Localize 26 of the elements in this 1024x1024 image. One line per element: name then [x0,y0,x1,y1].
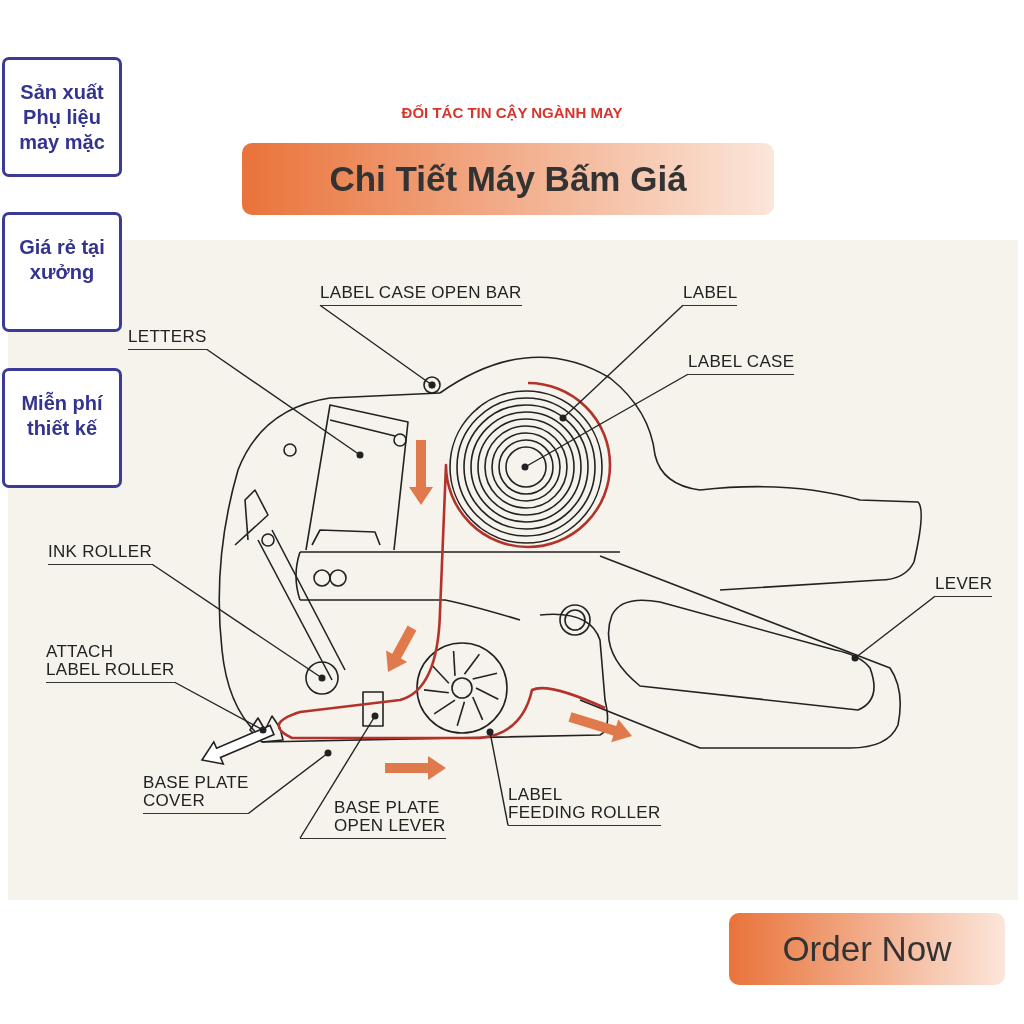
feature-card: Sản xuất Phụ liệu may mặc [2,57,122,177]
leader-line [205,348,364,459]
leader-line [521,373,689,471]
callout-label: LABEL CASE OPEN BAR [320,284,522,306]
callout-label: LABEL [683,284,738,306]
leader-line [559,304,684,422]
order-button: Order Now [729,913,1005,985]
feature-card: Miễn phí thiết kế [2,368,122,488]
title-banner: Chi Tiết Máy Bấm Giá [242,143,774,215]
leader-line [299,712,379,839]
callout-label: LABEL CASE [688,353,795,375]
leader-line [151,563,326,682]
callout-label: BASE PLATE COVER [143,774,249,814]
callout-label: LETTERS [128,328,207,350]
tagline: ĐỐI TÁC TIN CẬY NGÀNH MAY [400,104,624,121]
leader-line [248,749,332,814]
leader-line [851,595,936,662]
callout-label: INK ROLLER [48,543,153,565]
leader-line [173,681,267,734]
callout-label: LEVER [935,575,993,597]
feature-card: Giá rẻ tại xưởng [2,212,122,332]
leader-line [319,304,436,389]
leader-line [486,728,509,826]
callout-label: BASE PLATE OPEN LEVER [300,799,446,839]
callout-label: LABEL FEEDING ROLLER [508,786,661,826]
callout-label: ATTACH LABEL ROLLER [46,643,175,683]
